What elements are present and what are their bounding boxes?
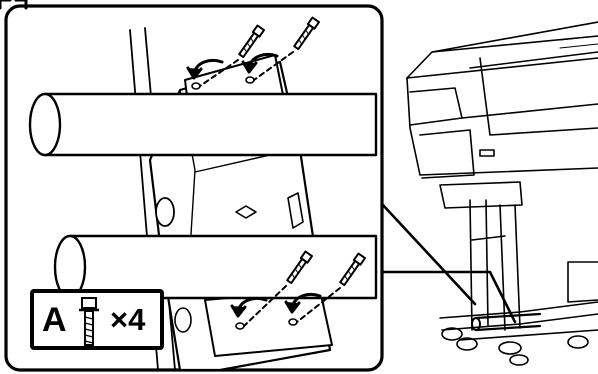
printer-overview: [407, 22, 598, 365]
part-letter: A: [42, 303, 67, 337]
part-quantity: ×4: [110, 304, 145, 335]
upper-rod: [30, 94, 376, 155]
screw-icon: [76, 296, 102, 348]
parts-badge: A ×4: [30, 289, 164, 350]
zoom-connector-upper: [382, 204, 475, 304]
